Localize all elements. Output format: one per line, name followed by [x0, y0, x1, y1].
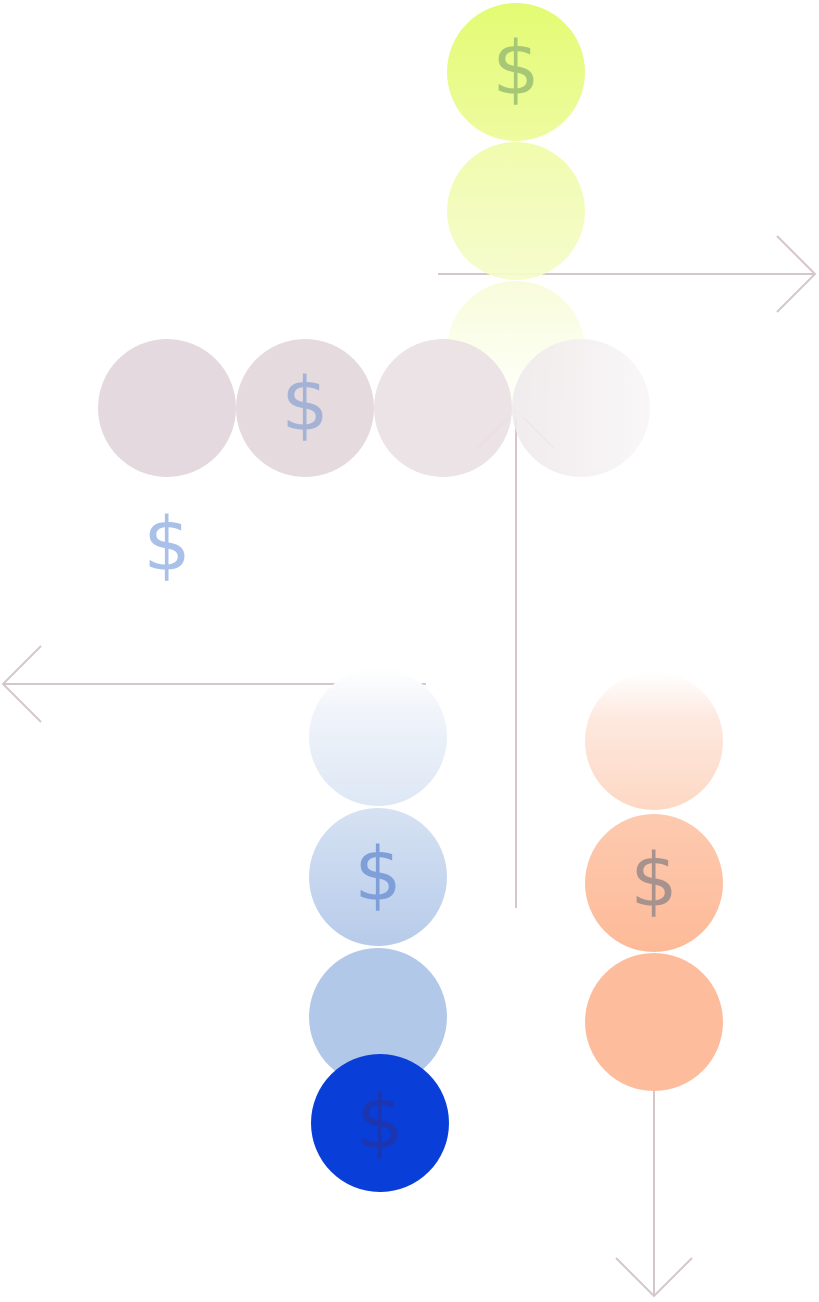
- mauve-coin-3: [374, 339, 512, 477]
- blue-coin-1: [309, 668, 447, 806]
- mauve-dollar-symbol: $: [281, 362, 329, 448]
- peach-coin-3: [585, 953, 723, 1091]
- blue-dollar-symbol: $: [354, 832, 402, 918]
- arrow-down-head: [615, 1257, 693, 1298]
- royal-blue-dollar-symbol: $: [356, 1080, 404, 1166]
- peach-dollar-symbol: $: [630, 838, 678, 924]
- lime-coin-2: [447, 142, 585, 280]
- peach-coin-1: [585, 672, 723, 810]
- peach-coin-2: [585, 814, 723, 952]
- mauve-coin-4: [512, 339, 650, 477]
- arrow-left-head: [1, 645, 42, 723]
- floating-dollar-symbol: $: [143, 502, 191, 588]
- royal-blue-coin: [311, 1054, 449, 1192]
- mauve-coin-2: [236, 339, 374, 477]
- blue-coin-2: [309, 808, 447, 946]
- mauve-coin-1: [98, 339, 236, 477]
- lime-coin-1: [447, 3, 585, 141]
- lime-dollar-symbol: $: [492, 26, 540, 112]
- arrow-right-head: [776, 235, 817, 313]
